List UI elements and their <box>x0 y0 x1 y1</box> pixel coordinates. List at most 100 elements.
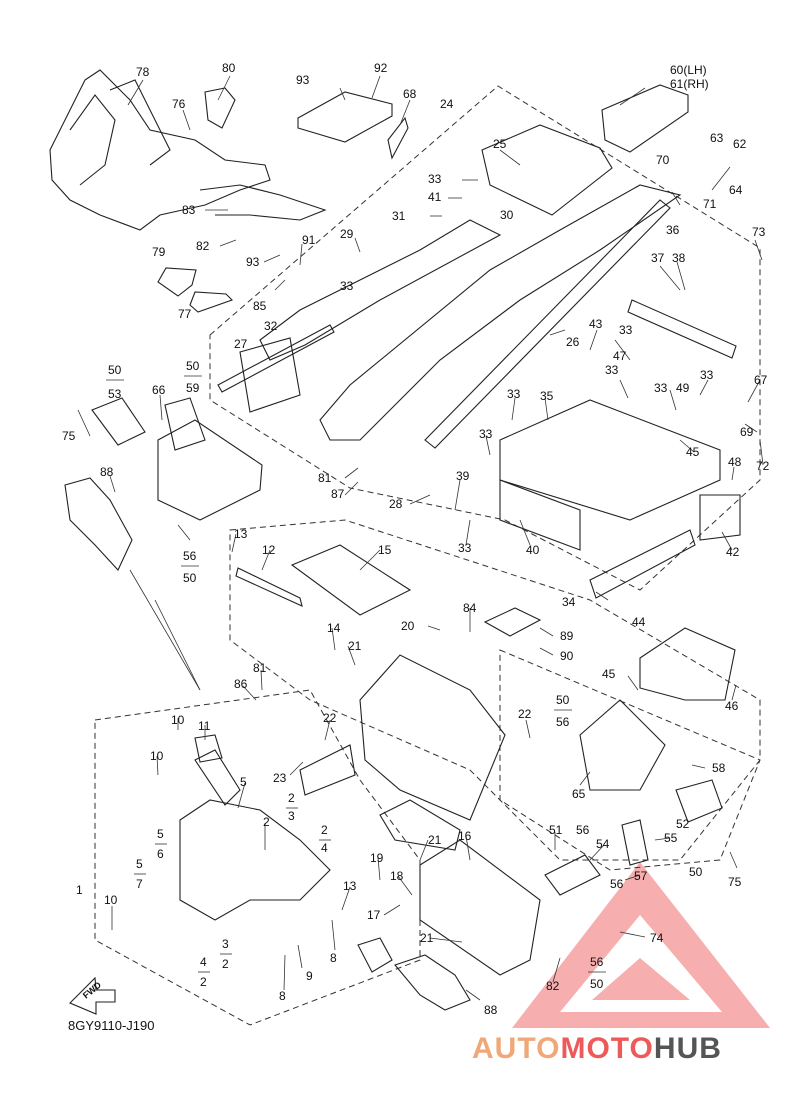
callout-31: 31 <box>392 209 406 223</box>
callout-53: 53 <box>108 387 122 401</box>
callout-74: 74 <box>650 931 664 945</box>
callout-1: 1 <box>76 883 83 897</box>
callout-87: 87 <box>331 487 345 501</box>
callout-16: 16 <box>458 829 472 843</box>
callout-33-c: 33 <box>619 323 633 337</box>
callout-55: 55 <box>664 831 678 845</box>
callout-8-a: 8 <box>330 951 337 965</box>
callout-30: 30 <box>500 208 514 222</box>
callout-83: 83 <box>182 203 196 217</box>
callout-62: 62 <box>733 137 747 151</box>
callout-44: 44 <box>632 615 646 629</box>
leader-lines <box>77 75 764 1001</box>
callout-85: 85 <box>253 299 267 313</box>
callout-3-b: 3 <box>222 937 229 951</box>
callout-34: 34 <box>562 595 576 609</box>
watermark-logo: AUTOMOTOHUB <box>472 862 770 1065</box>
callout-81-b: 81 <box>253 661 267 675</box>
callout-40: 40 <box>526 543 540 557</box>
callout-57: 57 <box>634 869 648 883</box>
callout-39: 39 <box>456 469 470 483</box>
callout-68: 68 <box>403 87 417 101</box>
callout-21-c: 21 <box>420 931 434 945</box>
callout-75-a: 75 <box>62 429 76 443</box>
callout-21-a: 21 <box>348 639 362 653</box>
callout-9: 9 <box>306 969 313 983</box>
callout-37: 37 <box>651 251 665 265</box>
callout-80: 80 <box>222 61 236 75</box>
drawing-code: 8GY9110-J190 <box>68 1018 155 1033</box>
callout-11: 11 <box>198 719 211 733</box>
callout-13-a: 13 <box>234 527 248 541</box>
callout-58: 58 <box>712 761 726 775</box>
callout-65: 65 <box>572 787 586 801</box>
callout-15: 15 <box>378 543 392 557</box>
callout-75-b: 75 <box>728 875 742 889</box>
callout-93-b: 93 <box>246 255 260 269</box>
callout-33-f: 33 <box>654 381 668 395</box>
callout-22-a: 22 <box>323 711 337 725</box>
callout-86: 86 <box>234 677 248 691</box>
callout-50-f: 50 <box>590 977 604 991</box>
callout-41: 41 <box>428 190 442 204</box>
callout-8-b: 8 <box>279 989 286 1003</box>
watermark-auto: AUTO <box>472 1032 560 1065</box>
callout-2-a: 2 <box>288 791 295 805</box>
callout-7: 7 <box>136 877 143 891</box>
callout-92: 92 <box>374 61 388 75</box>
callout-51: 51 <box>549 823 563 837</box>
callout-33-a: 33 <box>428 172 442 186</box>
callout-23: 23 <box>273 771 287 785</box>
callout-73: 73 <box>752 225 766 239</box>
callout-48: 48 <box>728 455 742 469</box>
callout-33-b: 33 <box>340 279 354 293</box>
callout-2-e: 2 <box>200 975 207 989</box>
callout-21-b: 21 <box>428 833 442 847</box>
callout-49: 49 <box>676 381 690 395</box>
callout-24: 24 <box>440 97 454 111</box>
callout-17: 17 <box>367 908 381 922</box>
callout-90: 90 <box>560 649 574 663</box>
callout-33-e: 33 <box>507 387 521 401</box>
callout-56-b: 56 <box>556 715 570 729</box>
callout-33-d: 33 <box>605 363 619 377</box>
callout-91: 91 <box>302 233 316 247</box>
callout-14: 14 <box>327 621 341 635</box>
callout-64: 64 <box>729 183 743 197</box>
callout-50-a: 50 <box>108 363 122 377</box>
callout-2-b: 2 <box>263 815 270 829</box>
callout-81-a: 81 <box>318 471 332 485</box>
callout-12: 12 <box>262 543 276 557</box>
callout-38: 38 <box>672 251 686 265</box>
callout-33-h: 33 <box>479 427 493 441</box>
callout-5-a: 5 <box>240 775 247 789</box>
callout-79: 79 <box>152 245 166 259</box>
callout-13-b: 13 <box>343 879 357 893</box>
callout-5-c: 5 <box>136 857 143 871</box>
callout-22-b: 22 <box>518 707 532 721</box>
callout-56-c: 56 <box>576 823 590 837</box>
callout-36: 36 <box>666 223 680 237</box>
callout-77: 77 <box>178 307 192 321</box>
callout-72: 72 <box>756 459 770 473</box>
callout-60: 60(LH) <box>670 63 707 77</box>
callout-28: 28 <box>389 497 403 511</box>
callout-50-d: 50 <box>556 693 570 707</box>
callout-2-d: 2 <box>222 957 229 971</box>
callout-labels: 78 80 93 92 68 24 25 60(LH) 61(RH) 76 63… <box>62 61 770 1017</box>
callout-42: 42 <box>726 545 740 559</box>
callout-4-b: 4 <box>200 955 207 969</box>
callout-78: 78 <box>136 65 150 79</box>
callout-10-c: 10 <box>104 893 118 907</box>
callout-33-i: 33 <box>458 541 472 555</box>
callout-50-e: 50 <box>689 865 703 879</box>
callout-25: 25 <box>493 137 507 151</box>
callout-69: 69 <box>740 425 754 439</box>
callout-32: 32 <box>264 319 278 333</box>
callout-63: 63 <box>710 131 724 145</box>
callout-18: 18 <box>390 869 404 883</box>
callout-56-d: 56 <box>610 877 624 891</box>
callout-10-b: 10 <box>150 749 164 763</box>
callout-88-b: 88 <box>484 1003 498 1017</box>
